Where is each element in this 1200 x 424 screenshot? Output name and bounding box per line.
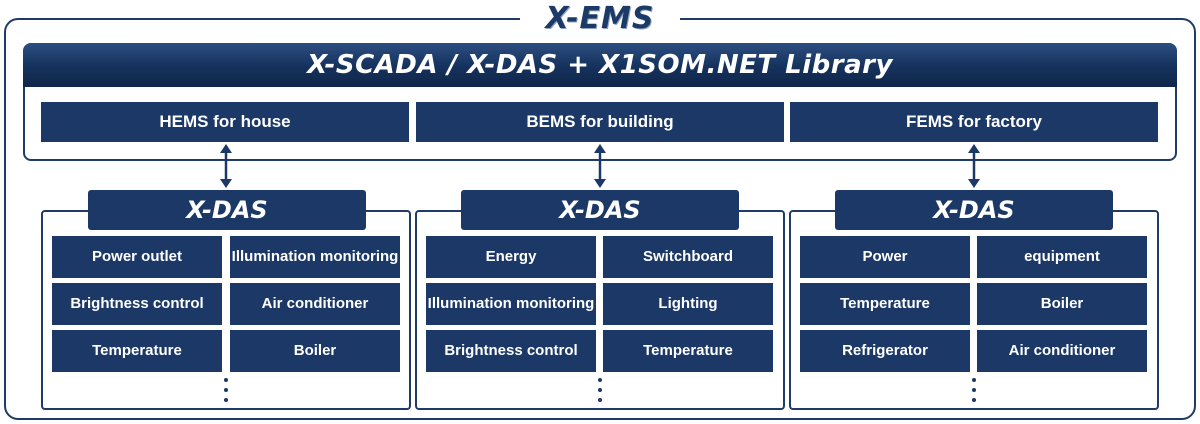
more-dots-icon <box>597 378 603 402</box>
das-cell: Brightness control <box>426 330 596 372</box>
das-cell: Boiler <box>977 283 1147 325</box>
das-cell: Temperature <box>603 330 773 372</box>
bems-box: BEMS for building <box>416 102 784 142</box>
das-cell: Brightness control <box>52 283 222 325</box>
das-cell: Power <box>800 236 970 278</box>
das-cell: Temperature <box>52 330 222 372</box>
das-title: X-DAS <box>835 190 1113 230</box>
main-title: X-EMS <box>520 0 680 36</box>
das-cell: Switchboard <box>603 236 773 278</box>
more-dots-icon <box>971 378 977 402</box>
das-cell: Illumination monitoring <box>230 236 400 278</box>
bidirectional-arrow-icon <box>594 144 606 188</box>
das-title: X-DAS <box>88 190 366 230</box>
das-title: X-DAS <box>461 190 739 230</box>
platform-title: X-SCADA / X-DAS + X1SOM.NET Library <box>23 43 1177 87</box>
das-cell: Refrigerator <box>800 330 970 372</box>
hems-box: HEMS for house <box>41 102 409 142</box>
das-cell: Air conditioner <box>977 330 1147 372</box>
das-cell: Boiler <box>230 330 400 372</box>
das-cell: equipment <box>977 236 1147 278</box>
das-cell: Illumination monitoring <box>426 283 596 325</box>
das-cell: Power outlet <box>52 236 222 278</box>
das-cell: Air conditioner <box>230 283 400 325</box>
bidirectional-arrow-icon <box>220 144 232 188</box>
fems-box: FEMS for factory <box>790 102 1158 142</box>
more-dots-icon <box>223 378 229 402</box>
das-cell: Temperature <box>800 283 970 325</box>
das-cell: Lighting <box>603 283 773 325</box>
bidirectional-arrow-icon <box>968 144 980 188</box>
das-cell: Energy <box>426 236 596 278</box>
